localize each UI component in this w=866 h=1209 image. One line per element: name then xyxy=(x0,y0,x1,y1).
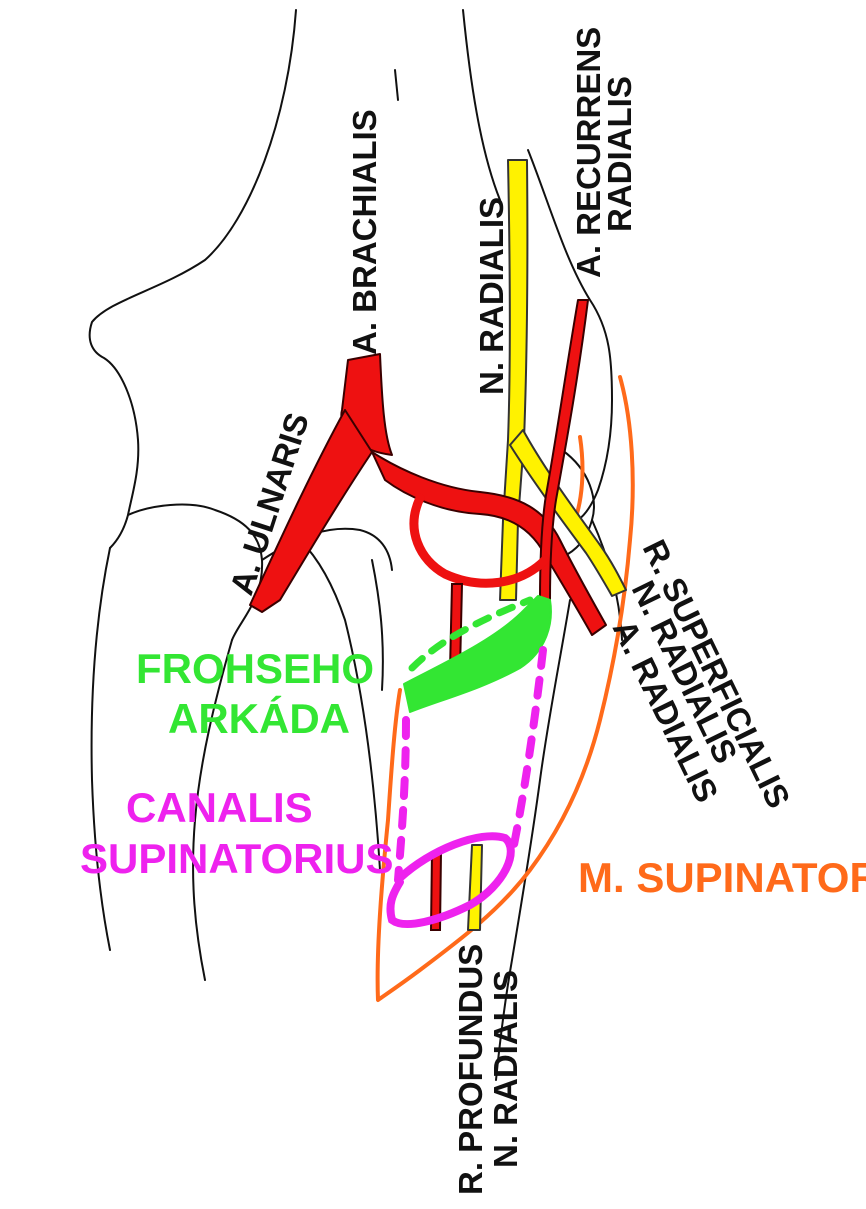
label-r-profundus-line2: N. RADIALIS xyxy=(487,970,524,1168)
frohse-arcade-band xyxy=(404,596,551,712)
canal-right-dashed xyxy=(512,650,543,855)
supinator-inner-line xyxy=(575,437,582,520)
label-canalis-line1: CANALIS xyxy=(126,784,313,831)
r-profundus-nerve xyxy=(468,845,482,930)
canal-left-dashed xyxy=(398,720,406,880)
label-r-profundus-line1: R. PROFUNDUS xyxy=(452,944,489,1195)
frohse-arcade xyxy=(404,596,551,712)
label-canalis-line2: SUPINATORIUS xyxy=(80,835,393,882)
labels: A. BRACHIALIS A. ULNARIS N. RADIALIS A. … xyxy=(80,27,866,1195)
label-a-brachialis: A. BRACHIALIS xyxy=(346,109,383,355)
label-frohse-line2: ARKÁDA xyxy=(168,695,350,742)
label-n-radialis: N. RADIALIS xyxy=(473,197,510,395)
brachioradialis-outline-1 xyxy=(463,10,500,200)
a-radialis-vessel xyxy=(372,452,606,635)
label-frohse-line1: FROHSEHO xyxy=(136,645,374,692)
label-m-supinator: M. SUPINATOR xyxy=(578,854,866,901)
label-a-recurrens-line2: RADIALIS xyxy=(601,76,638,232)
ulna-front-outline xyxy=(92,548,110,950)
brachioradialis-outline-2 xyxy=(395,70,398,100)
